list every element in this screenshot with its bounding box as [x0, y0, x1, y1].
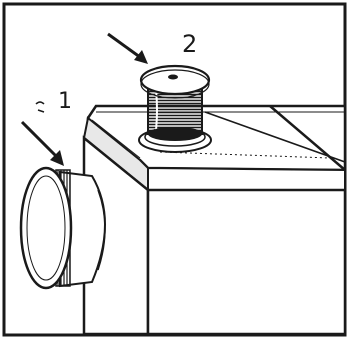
callout-label-1: 1 — [58, 89, 72, 114]
handwritten-mark — [36, 102, 44, 112]
callout-label-2: 2 — [182, 30, 197, 58]
spool-hole — [168, 75, 178, 80]
callout-arrow-1 — [22, 122, 64, 166]
thread-spool — [139, 66, 211, 152]
machine-body — [84, 106, 345, 334]
handwheel — [21, 168, 105, 288]
callout-arrow-2 — [108, 34, 148, 64]
